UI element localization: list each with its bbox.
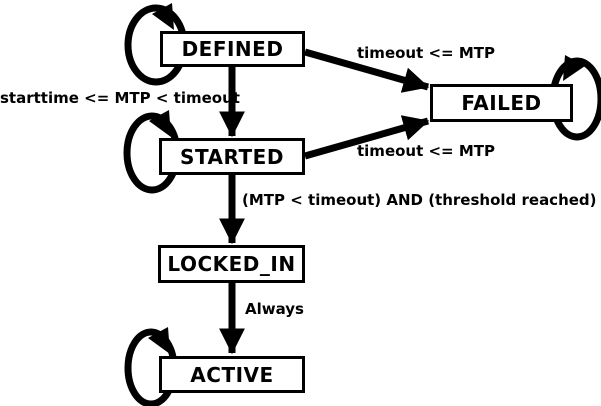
state-label-failed: FAILED	[461, 91, 542, 115]
transition-label-defined-to-started: starttime <= MTP < timeout	[0, 89, 240, 107]
self-loop-started-arrowhead-icon	[149, 110, 171, 137]
state-label-active: ACTIVE	[190, 362, 274, 387]
state-label-locked-in: LOCKED_IN	[167, 252, 296, 276]
state-box-started: STARTED	[159, 138, 305, 175]
transition-label-defined-to-failed: timeout <= MTP	[357, 44, 496, 62]
transition-label-locked-in-to-active: Always	[245, 300, 304, 318]
self-loop-failed-arrowhead-icon	[563, 55, 585, 81]
state-box-failed: FAILED	[430, 84, 573, 122]
state-label-started: STARTED	[180, 144, 284, 169]
state-box-defined: DEFINED	[160, 31, 305, 67]
self-loop-defined-arrowhead-icon	[152, 3, 174, 30]
transition-arrow-defined-to-failed	[304, 48, 430, 93]
state-box-locked-in: LOCKED_IN	[158, 245, 305, 283]
transition-label-started-to-locked-in: (MTP < timeout) AND (threshold reached)	[242, 191, 597, 209]
state-label-defined: DEFINED	[181, 37, 284, 61]
transition-label-started-to-failed: timeout <= MTP	[357, 142, 496, 160]
self-loop-active-arrowhead-icon	[148, 327, 170, 354]
state-box-active: ACTIVE	[159, 356, 305, 393]
transition-arrow-started-to-failed	[304, 115, 430, 160]
